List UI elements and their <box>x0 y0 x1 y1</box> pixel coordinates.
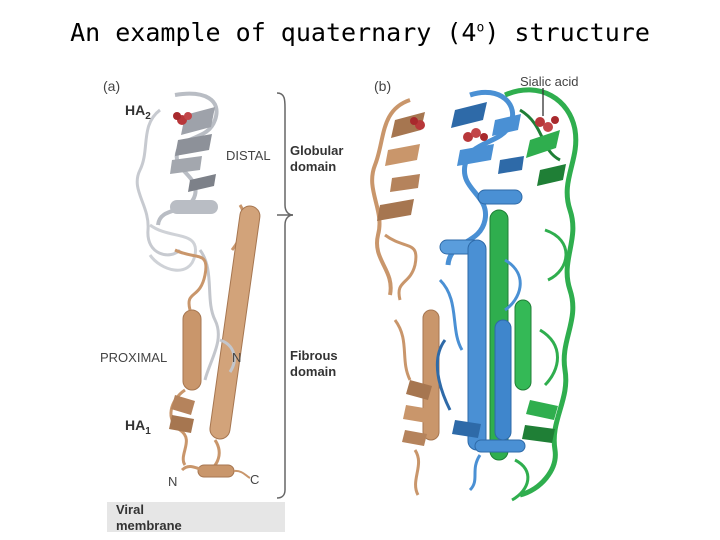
fibrous-domain-line2: domain <box>290 364 336 379</box>
fibrous-domain-line1: Fibrous <box>290 348 338 363</box>
ha2-label: HA2 <box>125 102 151 122</box>
title-superscript: o <box>476 20 485 36</box>
viral-membrane-band <box>107 502 285 532</box>
tan-monomer <box>370 98 440 496</box>
blue-monomer <box>435 89 526 492</box>
membrane-line2: membrane <box>116 518 182 533</box>
n-terminus-lower: N <box>168 474 177 489</box>
ha1-label-sub: 1 <box>145 426 151 437</box>
panel-b-label: (b) <box>374 78 391 94</box>
title-text: An example of quaternary (4 <box>70 18 477 47</box>
domain-bracket <box>276 92 294 499</box>
sialic-acid-ligands-b <box>410 116 559 142</box>
n-terminus-upper: N <box>232 350 241 365</box>
ha1-ribbon <box>169 204 261 479</box>
globular-domain-line1: Globular <box>290 143 343 158</box>
globular-domain-line2: domain <box>290 159 336 174</box>
panel-a-label: (a) <box>103 78 120 94</box>
ha2-label-sub: 2 <box>145 111 151 122</box>
distal-label: DISTAL <box>226 148 271 163</box>
sialic-acid-label: Sialic acid <box>520 74 579 89</box>
sialic-acid-ligand-a <box>173 112 192 125</box>
proximal-label: PROXIMAL <box>100 350 167 365</box>
ha1-label: HA1 <box>125 417 151 437</box>
panel-a-structure <box>135 91 294 499</box>
ha2-ribbon <box>135 91 220 381</box>
ha1-label-main: HA <box>125 417 145 433</box>
c-terminus: C <box>250 472 259 487</box>
membrane-line1: Viral <box>116 502 144 517</box>
panel-b-structure <box>370 87 579 502</box>
title-end: ) structure <box>484 18 650 47</box>
ha2-label-main: HA <box>125 102 145 118</box>
slide-title: An example of quaternary (4o) structure <box>0 18 720 47</box>
